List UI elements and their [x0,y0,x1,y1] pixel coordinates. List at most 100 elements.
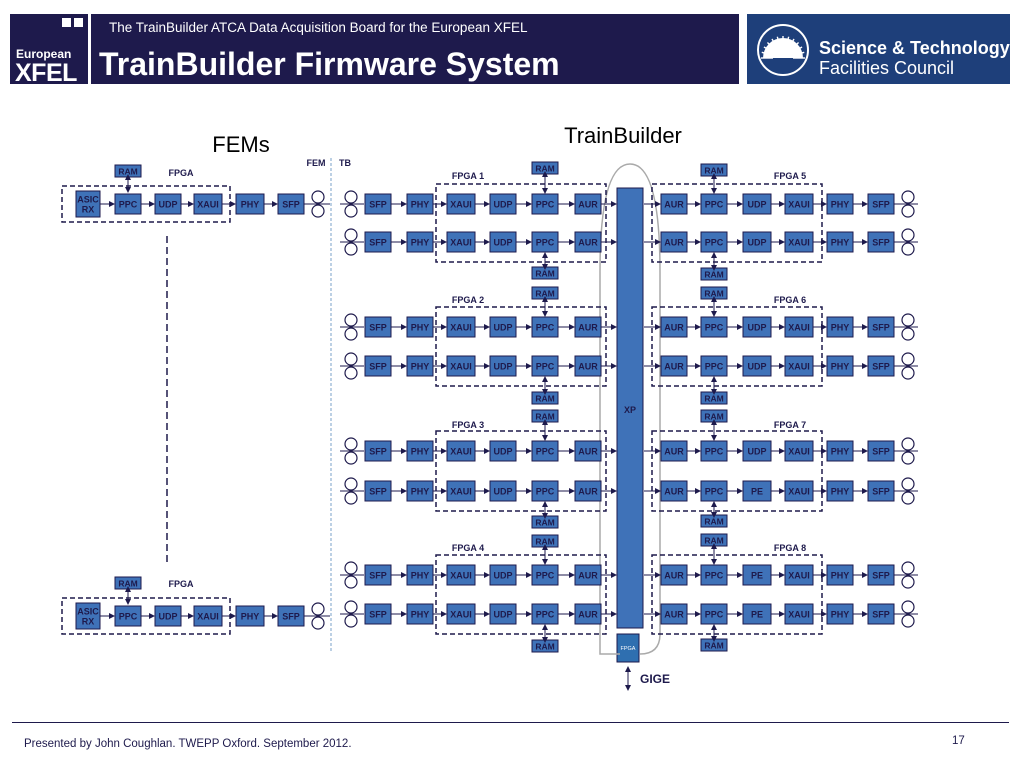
tb-group1-right-ram-top-label: RAM [704,166,723,176]
gige-label: GIGE [640,672,670,686]
tb-group3-right-fpga-box [651,430,823,512]
tb-group3-row1-left-block-4-label: PPC [536,447,555,457]
tb-group3-right-fpga-label: FPGA 7 [774,420,806,430]
tb-group3-row2-right-block-3-label: XAUI [788,487,810,497]
tb-group2-row1-right-block-0-label: AUR [664,323,684,333]
tb-group2-row1-right-block-5-label: SFP [872,323,890,333]
tb-group3-row2-right-fiber-top-circle [901,477,915,491]
fem1-block-2-label: UDP [158,200,177,210]
tb-group3-row1-right-fiber-top-circle [901,437,915,451]
tb-group2-row1-left-block-5-label: AUR [578,323,598,333]
tb-group4-row2-right-block-4-label: PHY [831,610,850,620]
tb-group1-row2-right-block-5-label: SFP [872,238,890,248]
tb-group2-row1-right-block-4-label: PHY [831,323,850,333]
tb-group3-row2-left-block-1-label: PHY [411,487,430,497]
tb-group4-row1-right-fiber-top-circle [901,561,915,575]
tb-group4-row2-left-block-2-label: XAUI [450,610,472,620]
tb-group2-right-ram-bottom-label: RAM [704,394,723,404]
tb-group3-row2-right-block-2-label: PE [751,487,763,497]
tb-group3-row2-right-fiber-bottom-circle [901,491,915,505]
fem2-fiber-top-circle [311,602,325,616]
tb-group3-left-fpga-box [435,430,607,512]
tb-group2-row1-right-fiber-bottom-circle [901,327,915,341]
tb-group1-row1-right-block-0-label: AUR [664,200,684,210]
tb-group1-row2-right-fiber-top-circle [901,228,915,242]
tb-group2-row1-left-block-4-label: PPC [536,323,555,333]
tb-group4-right-ram-top-label: RAM [704,536,723,546]
tb-group2-row2-left-block-1-label: PHY [411,362,430,372]
xfel-logo-line2: XFEL [15,59,77,87]
tb-group1-row2-left-block-5-label: AUR [578,238,598,248]
tb-group2-row2-left-block-5-label: AUR [578,362,598,372]
tb-group1-row1-right-block-4-label: PHY [831,200,850,210]
tb-group2-row2-left-fiber-top-circle [344,352,358,366]
tb-group1-row1-right-block-5-label: SFP [872,200,890,210]
tb-group1-left-fpga-box [435,183,607,263]
tb-group1-left-ram-top-label: RAM [535,164,554,174]
tb-group1-row2-right-block-4-label: PHY [831,238,850,248]
xp-ring-path [599,163,661,655]
tb-group4-row2-right-block-0-label: AUR [664,610,684,620]
tb-group2-row2-left-block-4-label: PPC [536,362,555,372]
tb-group2-left-ram-top-label: RAM [535,289,554,299]
tb-group2-row1-left-block-3-label: UDP [493,323,512,333]
tb-group3-row1-left-block-5-label: AUR [578,447,598,457]
tb-group4-row2-left-block-5-label: AUR [578,610,598,620]
fem-label: FEM [307,158,326,168]
tb-group1-row2-right-block-0-label: AUR [664,238,684,248]
tb-group4-row2-left-block-1-label: PHY [411,610,430,620]
sunburst-icon [757,24,809,76]
tb-group4-row2-left-block-3-label: UDP [493,610,512,620]
tb-group1-row2-left-block-1-label: PHY [411,238,430,248]
tb-group4-row2-right-block-3-label: XAUI [788,610,810,620]
fems-heading: FEMs [212,132,269,157]
tb-group2-row1-left-fiber-bottom-circle [344,327,358,341]
tb-group3-row1-left-block-2-label: XAUI [450,447,472,457]
tb-group3-left-ram-bottom-label: RAM [535,518,554,528]
tb-group3-row1-left-block-0-label: SFP [369,447,387,457]
tb-group4-row1-left-fiber-top-circle [344,561,358,575]
fem1-block-4-label: PHY [241,200,260,210]
tb-group4-row2-right-fiber-bottom-circle [901,614,915,628]
tb-group2-row1-left-fiber-top-circle [344,313,358,327]
tb-group3-row1-right-block-3-label: XAUI [788,447,810,457]
tb-group1-right-fpga-label: FPGA 5 [774,171,806,181]
header: European XFEL The TrainBuilder ATCA Data… [0,0,1024,94]
tb-group1-row1-right-block-1-label: PPC [705,200,724,210]
tb-group4-row1-right-block-2-label: PE [751,571,763,581]
tb-group2-row2-right-fiber-bottom-circle [901,366,915,380]
tb-group2-right-fpga-box [651,306,823,387]
fem1-ram-label: RAM [118,167,137,177]
tb-group4-row2-left-block-0-label: SFP [369,610,387,620]
tb-group2-row1-left-block-0-label: SFP [369,323,387,333]
stfc-line2: Facilities Council [819,58,955,78]
stfc-logo: Science & Technology Facilities Council [747,14,1010,84]
tb-group2-row1-left-block-2-label: XAUI [450,323,472,333]
tb-group2-row2-right-block-3-label: XAUI [788,362,810,372]
fem1-fiber-bottom-circle [311,204,325,218]
tb-group2-row2-right-block-0-label: AUR [664,362,684,372]
tb-group3-row2-left-block-2-label: XAUI [450,487,472,497]
tb-group3-row2-left-block-4-label: PPC [536,487,555,497]
xp-bus [616,187,644,629]
tb-group1-row1-left-block-1-label: PHY [411,200,430,210]
tb-group3-row1-right-block-5-label: SFP [872,447,890,457]
tb-group1-row1-right-fiber-bottom-circle [901,204,915,218]
tb-group3-row2-right-block-5-label: SFP [872,487,890,497]
fem2-fpga-label: FPGA [168,579,194,589]
tb-group4-row1-right-fiber-bottom-circle [901,575,915,589]
tb-group2-left-fpga-box [435,306,607,387]
fem1-fpga-label: FPGA [168,168,194,178]
tb-group1-row1-left-block-0-label: SFP [369,200,387,210]
fem2-block-4-label: PHY [241,612,260,622]
tb-group3-right-ram-bottom-label: RAM [704,517,723,527]
tb-group4-row1-left-block-1-label: PHY [411,571,430,581]
tb-group4-row1-left-block-3-label: UDP [493,571,512,581]
tb-group3-row2-left-block-3-label: UDP [493,487,512,497]
trainbuilder-heading: TrainBuilder [564,123,682,148]
tb-group3-row1-left-block-3-label: UDP [493,447,512,457]
tb-group2-row2-left-block-0-label: SFP [369,362,387,372]
fem1-fiber-top-circle [311,190,325,204]
